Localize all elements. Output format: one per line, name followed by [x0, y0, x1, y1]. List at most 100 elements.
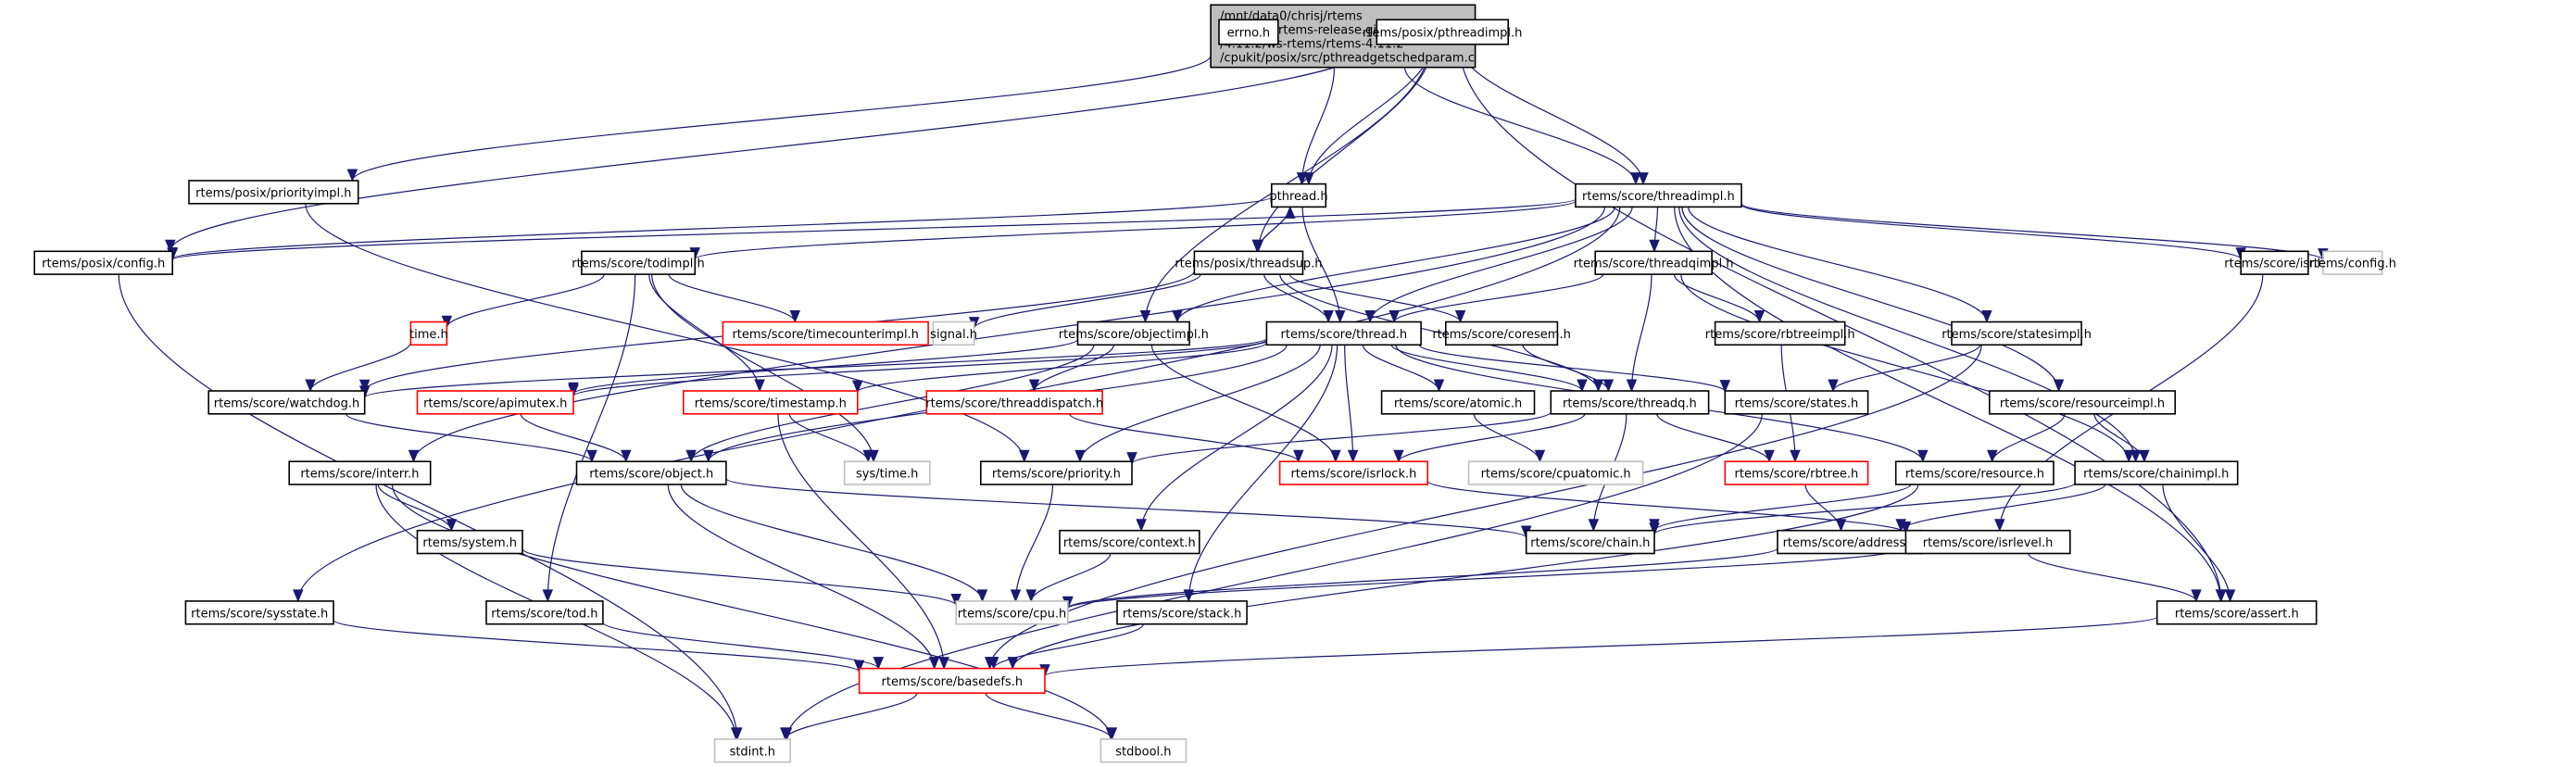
node-states[interactable]: rtems/score/states.h	[1724, 390, 1869, 415]
node-box	[1059, 529, 1200, 555]
arrowhead-icon	[1987, 449, 1998, 463]
edge-line	[1404, 67, 1637, 184]
node-stdbool: stdbool.h	[1100, 738, 1187, 763]
edge-line	[2028, 553, 2197, 602]
node-threadimpl[interactable]: rtems/score/threadimpl.h	[1575, 182, 1742, 208]
node-posixconfig[interactable]: rtems/posix/config.h	[33, 250, 174, 275]
edge-line	[521, 547, 957, 607]
node-stack[interactable]: rtems/score/stack.h	[1116, 600, 1248, 625]
edge-line	[1034, 345, 1114, 392]
edge-line	[572, 338, 1079, 395]
node-label: rtems/config.h	[2309, 258, 2396, 271]
arrowhead-icon	[1592, 379, 1604, 393]
node-coresem[interactable]: rtems/score/coresem.h	[1432, 321, 1571, 346]
node-interr[interactable]: rtems/score/interr.h	[288, 460, 432, 485]
arrowhead-icon	[293, 589, 304, 603]
edge-threadq-to-priority	[1126, 411, 1552, 465]
node-label: rtems/score/cpuatomic.h	[1481, 468, 1631, 482]
node-label: time.h	[409, 328, 448, 342]
node-pthread[interactable]: pthread.h	[1269, 182, 1328, 208]
node-threadq[interactable]: rtems/score/threadq.h	[1550, 390, 1710, 415]
node-watchdog[interactable]: rtems/score/watchdog.h	[207, 390, 366, 415]
edge-object-to-cpu	[680, 484, 988, 603]
node-chainimpl[interactable]: rtems/score/chainimpl.h	[2074, 460, 2239, 485]
node-box	[1193, 250, 1304, 275]
edge-rbtree-to-address	[1804, 484, 1847, 533]
node-box	[722, 321, 929, 346]
node-box	[1989, 390, 2177, 415]
node-thread[interactable]: rtems/score/thread.h	[1265, 321, 1422, 346]
node-atomic[interactable]: rtems/score/atomic.h	[1380, 390, 1536, 415]
edge-basedefs-to-stdint	[780, 692, 918, 741]
node-system[interactable]: rtems/system.h	[416, 529, 523, 555]
edge-stack-to-basedefs	[987, 623, 1144, 670]
node-priority[interactable]: rtems/score/priority.h	[980, 460, 1133, 485]
edge-thread-to-context	[1136, 345, 1333, 533]
edge-line	[725, 478, 1527, 538]
node-resource[interactable]: rtems/score/resource.h	[1894, 460, 2055, 485]
arrowhead-icon	[1330, 449, 1341, 463]
node-object[interactable]: rtems/score/object.h	[575, 460, 727, 485]
node-pthreadimpl[interactable]: rtems/posix/pthreadimpl.h	[1363, 19, 1522, 45]
edge-isrlevel-to-assert	[2028, 553, 2202, 603]
edge-line	[777, 413, 945, 669]
node-todimpl[interactable]: rtems/score/todimpl.h	[572, 250, 705, 275]
node-label: rtems/score/timecounterimpl.h	[732, 328, 918, 342]
node-tod[interactable]: rtems/score/tod.h	[485, 600, 604, 625]
edge-objectimpl-to-threaddispatch	[1028, 345, 1114, 393]
node-box	[682, 390, 859, 415]
node-errno[interactable]: errno.h	[1218, 19, 1279, 45]
node-isr[interactable]: rtems/score/isr.h	[2224, 250, 2325, 275]
node-address[interactable]: rtems/score/address.h	[1777, 529, 1923, 555]
edge-line	[572, 339, 1267, 397]
edge-threadimpl-to-chainimpl	[1678, 207, 2142, 463]
node-box	[207, 390, 366, 415]
arrowhead-icon	[754, 379, 765, 393]
edge-line	[1257, 44, 1433, 252]
node-box	[184, 600, 334, 625]
edge-objectimpl-to-object	[685, 345, 1095, 463]
node-objectimpl[interactable]: rtems/score/objectimpl.h	[1059, 321, 1209, 346]
node-resourceimpl[interactable]: rtems/score/resourceimpl.h	[1989, 390, 2177, 415]
edge-line	[1900, 484, 2106, 532]
edge-line	[1014, 484, 1054, 601]
arrowhead-icon	[1293, 449, 1304, 463]
edge-line	[1398, 413, 1586, 462]
arrowhead-icon	[2130, 449, 2142, 463]
node-label: pthread.h	[1269, 190, 1327, 204]
edge-pthreadimpl-to-posixconfig	[165, 43, 1377, 253]
node-signal: signal.h	[930, 321, 977, 346]
node-threadsup[interactable]: rtems/posix/threadsup.h	[1175, 250, 1322, 275]
node-timeh: time.h	[409, 321, 448, 346]
node-sysstate[interactable]: rtems/score/sysstate.h	[184, 600, 334, 625]
edge-pthreadimpl-to-objectimpl	[1139, 44, 1431, 323]
node-threadqimpl[interactable]: rtems/score/threadqimpl.h	[1574, 250, 1734, 275]
node-priorityimpl[interactable]: rtems/posix/priorityimpl.h	[188, 180, 359, 205]
edge-threaddispatch-to-isrlock	[1069, 413, 1304, 463]
node-statesimpl[interactable]: rtems/score/statesimpl.h	[1941, 321, 2092, 346]
arrowhead-icon	[1285, 206, 1296, 219]
node-label: rtems/score/thread.h	[1281, 328, 1408, 342]
edge-line	[667, 484, 936, 669]
edge-line	[1079, 345, 1321, 462]
node-label: rtems/system.h	[422, 536, 517, 550]
node-label: errno.h	[1227, 27, 1271, 41]
node-label: /cpukit/posix/src/pthreadgetschedparam.c	[1220, 52, 1475, 66]
edge-line	[1688, 207, 1988, 322]
edge-line	[785, 413, 1763, 739]
arrowhead-icon	[862, 449, 873, 463]
arrowhead-icon	[1790, 449, 1801, 463]
edge-line	[171, 198, 1577, 261]
node-chain[interactable]: rtems/score/chain.h	[1525, 529, 1655, 555]
edge-line	[1426, 480, 1906, 534]
edge-line	[857, 342, 1267, 393]
arrowhead-icon	[780, 727, 791, 741]
node-assert[interactable]: rtems/score/assert.h	[2155, 600, 2318, 625]
node-context[interactable]: rtems/score/context.h	[1059, 529, 1200, 555]
edge-tod-to-basedefs	[602, 622, 885, 670]
edge-chainimpl-to-chain	[1649, 482, 2076, 536]
node-rbtreeimpl[interactable]: rtems/score/rbtreeimpl.h	[1705, 321, 1855, 346]
node-isrlevel[interactable]: rtems/score/isrlevel.h	[1904, 529, 2071, 555]
edge-line	[1473, 413, 1540, 462]
arrowhead-icon	[2191, 589, 2202, 603]
